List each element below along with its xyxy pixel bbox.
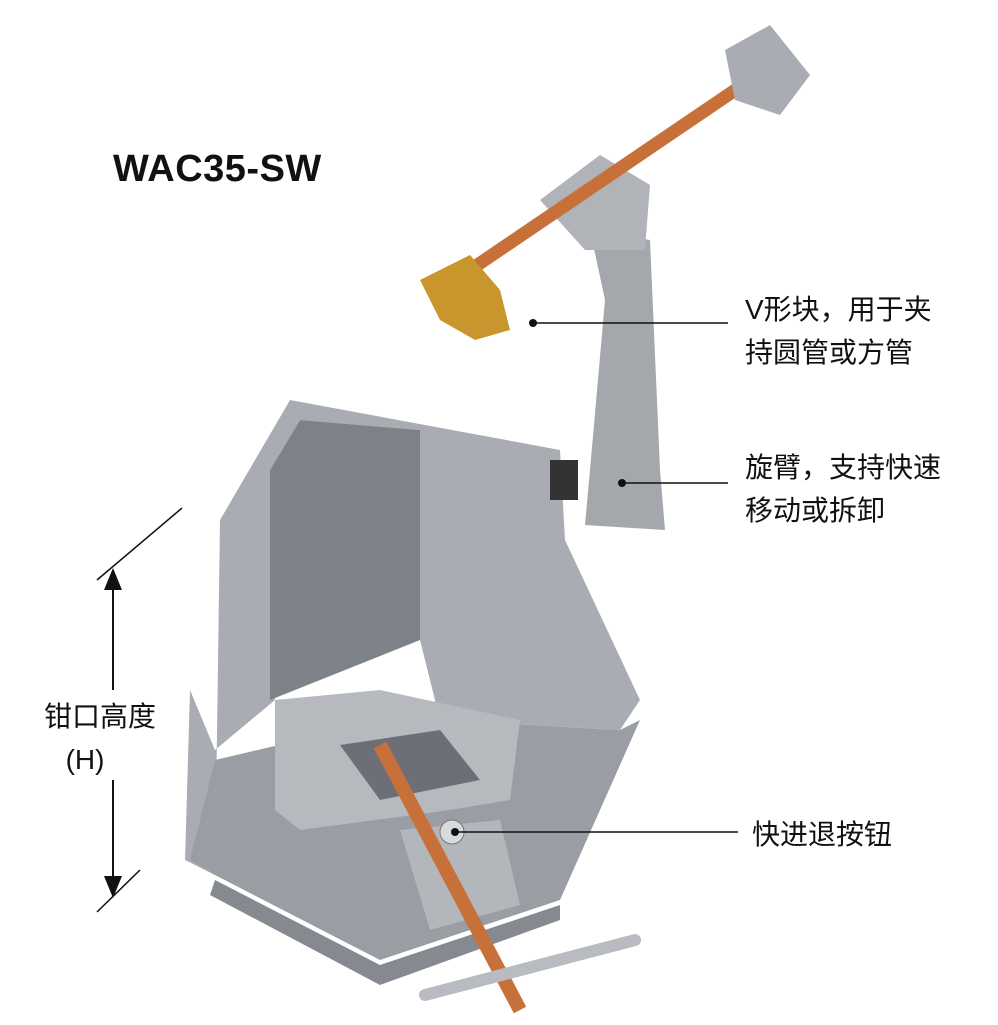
top-screw [466,25,810,276]
callout-v-block-line1: V形块，用于夹 [745,294,932,325]
callout-v-block: V形块，用于夹 持圆管或方管 [745,288,932,374]
dimension-arrow [96,507,183,913]
v-block [420,255,510,340]
callout-v-block-line2: 持圆管或方管 [745,337,914,368]
clamp-frame [185,400,640,985]
dimension-label-line1: 钳口高度 [43,701,156,732]
product-model-title: WAC35-SW [113,148,322,190]
dimension-label-line2: (H) [65,744,105,775]
callout-quick-button: 快进退按钮 [752,813,892,856]
callout-swing-arm: 旋臂，支持快速 移动或拆卸 [745,446,941,532]
dimension-label: 钳口高度 (H) [30,695,170,781]
callout-swing-arm-line1: 旋臂，支持快速 [745,452,942,483]
swing-arm [540,155,665,530]
callout-lines [451,319,738,836]
callout-quick-button-line1: 快进退按钮 [752,819,893,850]
callout-swing-arm-line2: 移动或拆卸 [745,495,886,526]
